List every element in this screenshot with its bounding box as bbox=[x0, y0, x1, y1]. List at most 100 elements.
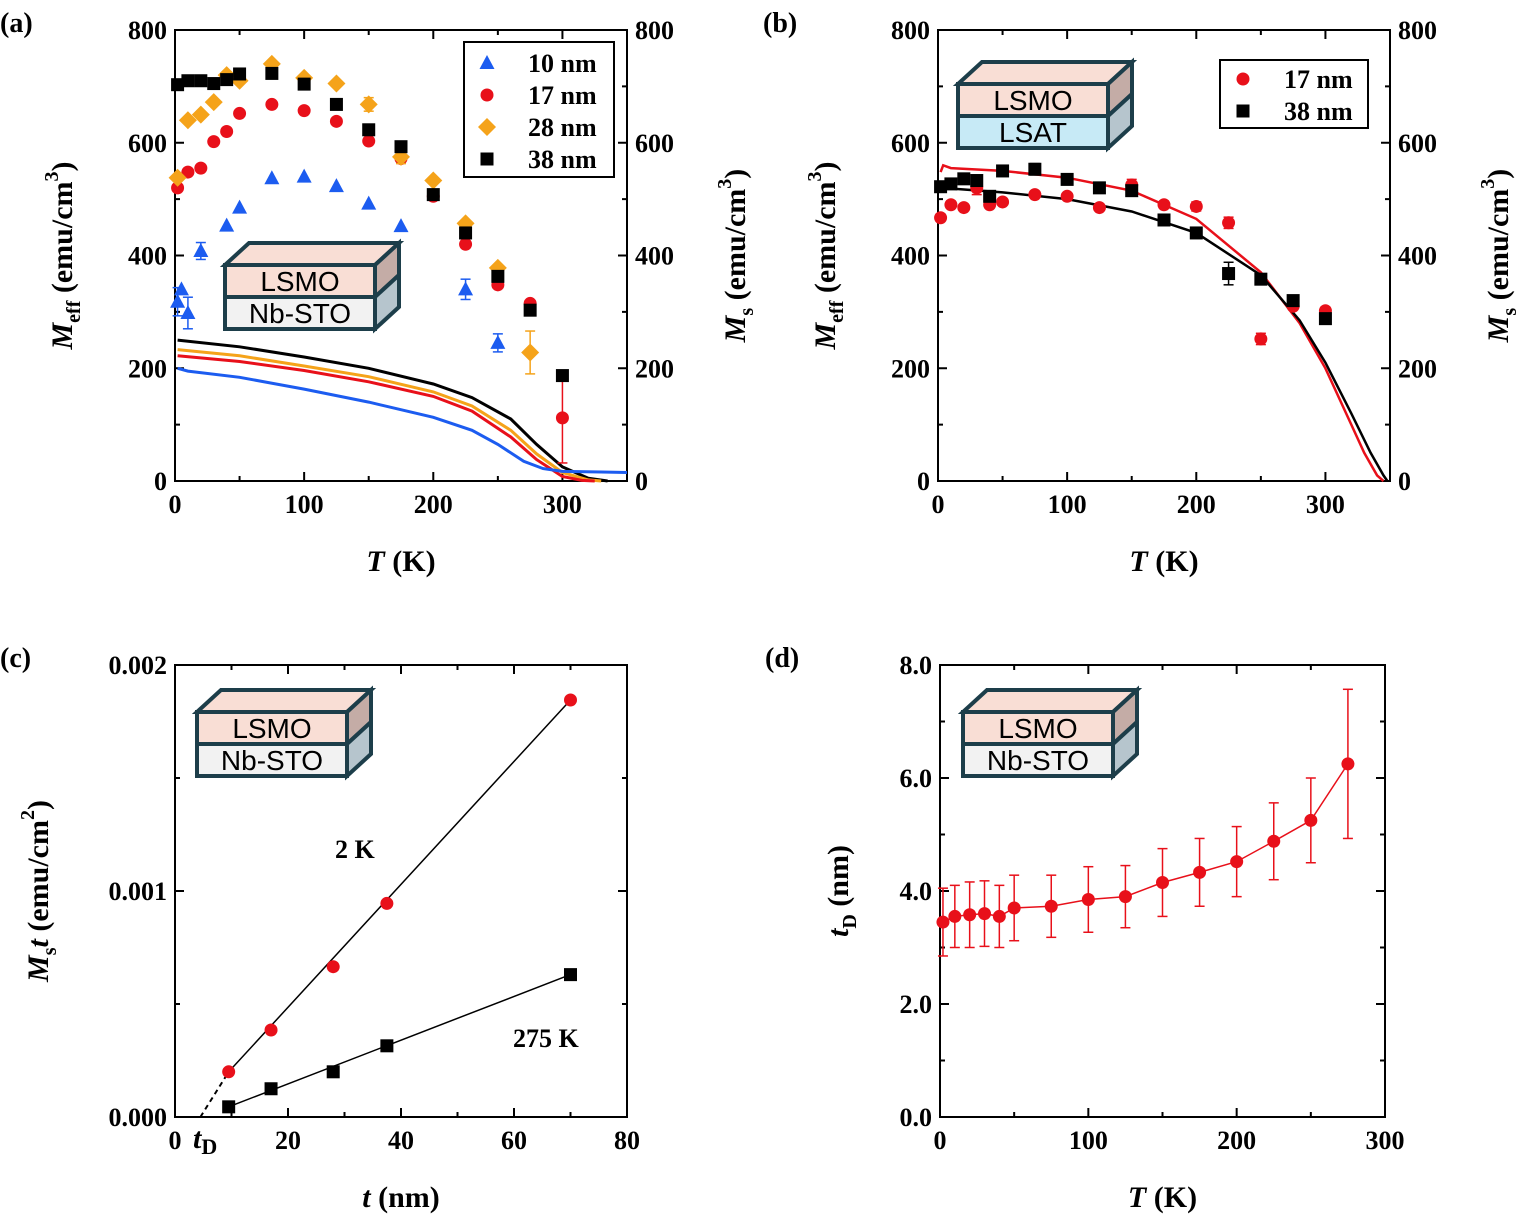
series-28nm-point bbox=[327, 74, 346, 93]
y-axis-subscript: s bbox=[39, 947, 61, 955]
x-tick-label: 0 bbox=[169, 490, 182, 519]
y-tick-label: 4.0 bbox=[900, 877, 933, 906]
legend-marker bbox=[479, 55, 495, 69]
series-2K-point bbox=[564, 693, 577, 707]
series-38nm-point bbox=[220, 73, 234, 87]
series-10nm-point bbox=[393, 218, 409, 233]
x-axis-label: T (K) bbox=[1129, 545, 1198, 578]
series-275K-point bbox=[222, 1100, 236, 1114]
ms-fit-red bbox=[939, 163, 1385, 482]
series-38nm-point bbox=[1060, 172, 1074, 186]
y-axis-superscript: 3 bbox=[714, 179, 736, 189]
series-2K-point bbox=[264, 1023, 278, 1037]
td-var: t bbox=[193, 1122, 203, 1155]
series-28nm-point bbox=[424, 171, 443, 190]
box-front-upper bbox=[956, 82, 1110, 118]
series-28nm-point bbox=[359, 95, 378, 114]
panel-label: (a) bbox=[0, 8, 33, 39]
label-2K: 2 K bbox=[335, 835, 376, 864]
series-10nm-point bbox=[173, 281, 189, 296]
box-label-substrate: Nb-STO bbox=[221, 745, 323, 776]
ms-curve-orange bbox=[177, 348, 602, 483]
series-28nm-point bbox=[178, 111, 197, 130]
series-38nm-point bbox=[1157, 213, 1171, 227]
box-label-film: LSMO bbox=[232, 713, 311, 744]
series-38nm-point bbox=[1318, 312, 1332, 326]
series-17nm-point bbox=[220, 124, 234, 138]
legend-marker bbox=[1236, 72, 1250, 86]
x-axis-label: T (K) bbox=[366, 545, 435, 578]
y-axis-close: ) bbox=[719, 169, 752, 179]
x-tick-label: 40 bbox=[388, 1126, 414, 1155]
series-38nm-point bbox=[394, 140, 408, 154]
y2-tick-label: 400 bbox=[635, 242, 674, 271]
y-axis-label: Meff (emu/cm3) bbox=[804, 161, 848, 350]
series-38nm-point bbox=[171, 78, 185, 92]
y-tick-label: 0 bbox=[154, 467, 167, 496]
y-axis-close: ) bbox=[22, 800, 55, 810]
series-38nm-point bbox=[934, 180, 948, 194]
y-axis-subscript: s bbox=[736, 308, 758, 316]
y2-tick-label: 800 bbox=[1398, 16, 1437, 45]
box-top-face bbox=[957, 688, 1143, 714]
td-series-point bbox=[1267, 834, 1281, 848]
series-17nm-point bbox=[1060, 189, 1074, 203]
x-tick-label: 20 bbox=[275, 1126, 301, 1155]
x-tick-label: 300 bbox=[1306, 490, 1345, 519]
series-17nm-point bbox=[1028, 188, 1042, 202]
series-17nm-point bbox=[1254, 332, 1268, 346]
series-38nm-point bbox=[1254, 272, 1268, 286]
y-axis-subscript: eff bbox=[826, 300, 848, 323]
y-tick-label: 8.0 bbox=[900, 651, 933, 680]
x-tick-label: 0 bbox=[169, 1126, 182, 1155]
y-axis-unit: (emu/cm bbox=[719, 189, 752, 308]
y2-tick-label: 0 bbox=[635, 467, 648, 496]
y-axis-var: M bbox=[46, 322, 79, 351]
series-38nm-point bbox=[194, 74, 208, 88]
x-axis-var: T bbox=[1129, 545, 1149, 578]
y-axis-close: ) bbox=[46, 161, 79, 171]
y2-tick-label: 200 bbox=[1398, 354, 1437, 383]
series-17nm-point bbox=[1092, 201, 1106, 215]
series-10nm-point bbox=[232, 199, 248, 214]
y2-tick-label: 0 bbox=[1398, 467, 1411, 496]
y-tick-label: 800 bbox=[891, 16, 930, 45]
x-tick-label: 200 bbox=[1217, 1126, 1256, 1155]
series-38nm-point bbox=[944, 177, 958, 191]
series-10nm-point bbox=[361, 195, 377, 210]
y-axis-var2: t bbox=[22, 937, 55, 947]
series-2K-point bbox=[222, 1065, 236, 1079]
series-17nm-point bbox=[297, 104, 311, 118]
td-series-point bbox=[948, 909, 962, 923]
x-tick-label: 300 bbox=[543, 490, 582, 519]
x-axis-label: t (nm) bbox=[362, 1181, 440, 1214]
y-axis-unit: (nm) bbox=[822, 845, 855, 914]
y2-tick-label: 600 bbox=[1398, 129, 1437, 158]
series-17nm-point bbox=[934, 211, 948, 225]
y-tick-label: 0.000 bbox=[109, 1103, 168, 1132]
panel-label: (b) bbox=[763, 8, 797, 39]
x-axis-unit: (K) bbox=[1146, 1181, 1197, 1214]
y2-axis-label: Ms (emu/cm3) bbox=[1477, 169, 1521, 344]
series-275K-point bbox=[564, 968, 577, 982]
y-axis-label: Meff (emu/cm3) bbox=[41, 161, 85, 350]
y-tick-label: 800 bbox=[128, 16, 167, 45]
td-series-point bbox=[992, 909, 1006, 923]
td-series-point bbox=[1341, 757, 1355, 771]
legend-entry: 10 nm bbox=[528, 49, 597, 78]
y-axis-superscript: 3 bbox=[1477, 179, 1499, 189]
series-10nm-point bbox=[264, 170, 280, 185]
x-tick-label: 200 bbox=[414, 490, 453, 519]
x-axis-var: T bbox=[1128, 1181, 1148, 1214]
series-38nm-point bbox=[1189, 226, 1203, 240]
legend-entry: 28 nm bbox=[528, 113, 597, 142]
x-tick-label: 0 bbox=[934, 1126, 947, 1155]
y-axis-unit: (emu/cm bbox=[1482, 189, 1515, 308]
td-series-point bbox=[1193, 865, 1207, 879]
